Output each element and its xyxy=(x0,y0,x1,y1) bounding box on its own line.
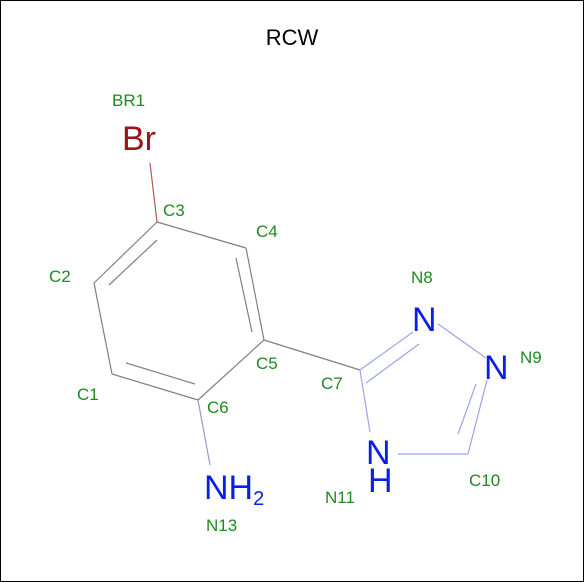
atom-label-c3: C3 xyxy=(163,201,185,220)
bond-c6-c5 xyxy=(197,339,265,401)
bond-c7-n11 xyxy=(359,369,371,433)
atom-label-n13: N13 xyxy=(206,516,237,535)
atom-label-n8: N8 xyxy=(411,268,433,287)
bond-c2-c1 xyxy=(93,282,113,375)
atom-label-br1: BR1 xyxy=(112,91,145,110)
molecule-title: RCW xyxy=(266,25,319,50)
element-n11-h: H xyxy=(368,462,393,500)
element-n8: N xyxy=(412,301,437,339)
bond-c4-c3 xyxy=(156,221,247,249)
element-n13-nh: NH xyxy=(204,469,253,507)
bond-c1-c6 xyxy=(111,373,199,401)
element-n9: N xyxy=(484,349,509,387)
atom-label-c6: C6 xyxy=(207,398,229,417)
bond-c6-n13 xyxy=(197,399,211,466)
element-n13: NH2 xyxy=(204,469,264,510)
atom-label-c2: C2 xyxy=(49,267,71,286)
bond-n9-c10-inner xyxy=(457,383,477,435)
bond-c7-n8 xyxy=(359,331,414,371)
bond-c3-c2-inner xyxy=(108,239,158,286)
bond-c7-n8-double xyxy=(365,343,420,384)
atom-label-c4: C4 xyxy=(256,222,278,241)
bond-c5-c4-inner xyxy=(235,257,253,333)
atom-labels: BR1 C3 C4 C2 N8 C5 N9 C1 C7 C6 C10 N11 N… xyxy=(49,91,542,535)
bond-c1-c6-inner xyxy=(125,362,196,385)
atom-label-c1: C1 xyxy=(77,385,99,404)
bond-n9-c10 xyxy=(467,379,488,455)
atom-label-n11: N11 xyxy=(325,488,355,507)
element-br: Br xyxy=(122,120,156,158)
bond-br1-c3 xyxy=(149,162,158,223)
bond-c3-c2 xyxy=(93,221,158,284)
atom-label-n9: N9 xyxy=(520,348,542,367)
bond-n8-n9 xyxy=(437,323,487,359)
element-n11: N xyxy=(366,434,391,472)
atom-label-c5: C5 xyxy=(256,354,278,373)
atom-label-c7: C7 xyxy=(321,374,343,393)
atom-label-c10: C10 xyxy=(469,471,500,490)
bond-c5-c7 xyxy=(263,339,361,371)
bonds xyxy=(93,162,488,466)
element-symbols: Br N N N H NH2 xyxy=(122,120,509,510)
bond-c5-c4 xyxy=(245,247,265,341)
element-n13-subscript: 2 xyxy=(253,488,264,510)
